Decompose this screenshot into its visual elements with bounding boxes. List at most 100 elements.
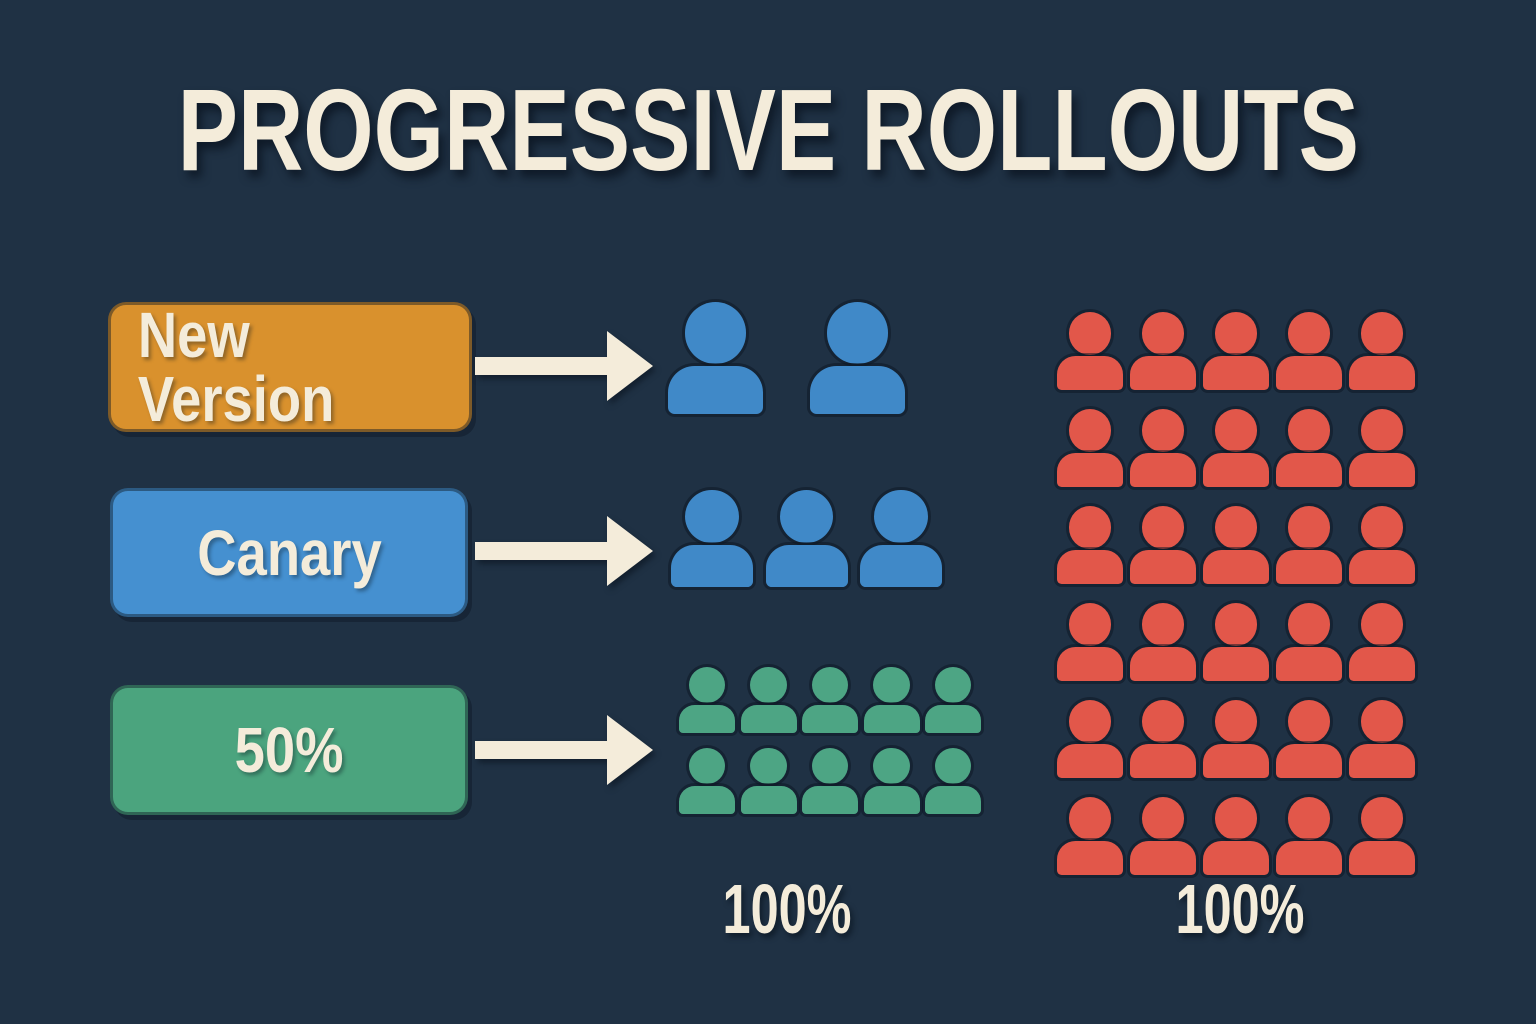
- user-icon-head: [1214, 409, 1258, 452]
- user-icon-head: [811, 667, 849, 704]
- user-icon-body: [1130, 841, 1196, 875]
- user-icon-head: [685, 490, 739, 544]
- user-icon: [1130, 312, 1196, 390]
- user-icon-body: [1349, 453, 1415, 487]
- user-icon-body: [860, 544, 942, 587]
- user-icon-head: [1141, 797, 1185, 840]
- user-icon-head: [1214, 312, 1258, 355]
- arrow-shaft: [475, 741, 607, 759]
- user-icon: [1203, 603, 1269, 681]
- user-icon: [1203, 797, 1269, 875]
- arrow-shaft: [475, 357, 607, 375]
- user-icon-head: [1214, 603, 1258, 646]
- user-icon: [1057, 700, 1123, 778]
- user-icon-head: [1068, 700, 1112, 743]
- arrow-head: [607, 516, 653, 586]
- user-icon: [1130, 700, 1196, 778]
- user-icon-head: [826, 302, 889, 364]
- user-icon-body: [1057, 356, 1123, 390]
- user-icon: [1276, 700, 1342, 778]
- user-icon: [671, 490, 753, 587]
- user-icon-head: [1068, 312, 1112, 355]
- user-icon: [1057, 797, 1123, 875]
- user-icon-body: [863, 704, 920, 734]
- arrow-head: [607, 715, 653, 785]
- user-icon: [740, 748, 797, 815]
- user-icon-head: [1214, 506, 1258, 549]
- user-icon-head: [750, 748, 787, 785]
- stage-box-new-version: New Version: [108, 302, 472, 432]
- user-icon-head: [1141, 312, 1185, 355]
- user-icon: [765, 490, 848, 587]
- user-icon-head: [1214, 700, 1258, 743]
- user-icon-body: [1130, 550, 1196, 584]
- user-icon: [863, 748, 920, 815]
- user-icon-body: [679, 704, 735, 734]
- user-icon-body: [1057, 647, 1123, 681]
- user-icon: [1276, 506, 1342, 584]
- user-icon-body: [1276, 453, 1342, 487]
- user-icon-head: [688, 748, 726, 785]
- user-icon-head: [1360, 603, 1404, 646]
- user-icon: [1276, 797, 1342, 875]
- user-icon: [1349, 409, 1415, 487]
- user-icon-head: [1360, 506, 1404, 549]
- user-icon-body: [1276, 647, 1342, 681]
- user-icon-body: [1130, 453, 1196, 487]
- user-icon: [1276, 603, 1342, 681]
- user-icon-head: [934, 748, 972, 785]
- user-icon-head: [1360, 409, 1404, 452]
- user-icon: [679, 667, 735, 734]
- user-icon-body: [810, 365, 905, 415]
- user-icon: [740, 667, 797, 734]
- user-icon-body: [1349, 356, 1415, 390]
- user-icon: [1130, 409, 1196, 487]
- user-icon: [1203, 506, 1269, 584]
- user-icon: [1349, 603, 1415, 681]
- user-icon-body: [1349, 841, 1415, 875]
- user-icon: [1349, 506, 1415, 584]
- user-icon-body: [1130, 356, 1196, 390]
- user-icon-body: [1057, 550, 1123, 584]
- user-icon-body: [802, 785, 858, 815]
- user-icon-body: [1349, 744, 1415, 778]
- user-icon-body: [1203, 453, 1269, 487]
- full-rollout-group-total-label: 100%: [1150, 874, 1329, 944]
- user-icon: [810, 302, 905, 415]
- user-icon-body: [1276, 356, 1342, 390]
- user-icon: [1130, 797, 1196, 875]
- user-icon-head: [1141, 700, 1185, 743]
- user-icon-head: [1214, 797, 1258, 840]
- total-label-text: 100%: [1175, 870, 1305, 948]
- page-title-text: PROGRESSIVE ROLLOUTS: [177, 65, 1359, 195]
- user-icon: [1057, 409, 1123, 487]
- user-icon-head: [1068, 409, 1112, 452]
- user-icon-body: [1203, 841, 1269, 875]
- user-icon: [1349, 700, 1415, 778]
- user-icon-head: [874, 490, 928, 544]
- user-icon-body: [671, 544, 753, 587]
- user-icon-head: [1287, 409, 1331, 452]
- user-icon-body: [1057, 744, 1123, 778]
- user-icon-head: [1141, 506, 1185, 549]
- arrow-head: [607, 331, 653, 401]
- user-icon: [1057, 603, 1123, 681]
- user-icon-head: [1287, 700, 1331, 743]
- user-icon: [1130, 603, 1196, 681]
- user-icon-head: [1141, 409, 1185, 452]
- user-icon: [1276, 409, 1342, 487]
- user-icon: [1057, 506, 1123, 584]
- user-icon-head: [1068, 797, 1112, 840]
- stage-label-canary: Canary: [196, 516, 382, 589]
- user-icon-body: [1203, 647, 1269, 681]
- user-icon-head: [873, 667, 910, 704]
- user-icon-head: [750, 667, 787, 704]
- user-icon: [1057, 312, 1123, 390]
- fifty-percent-group-total-label: 100%: [697, 874, 876, 944]
- arrow-shaft: [475, 542, 607, 560]
- user-icon-body: [925, 704, 981, 734]
- user-icon: [1349, 312, 1415, 390]
- user-icon: [802, 748, 858, 815]
- user-icon-body: [1349, 550, 1415, 584]
- user-icon-body: [740, 785, 797, 815]
